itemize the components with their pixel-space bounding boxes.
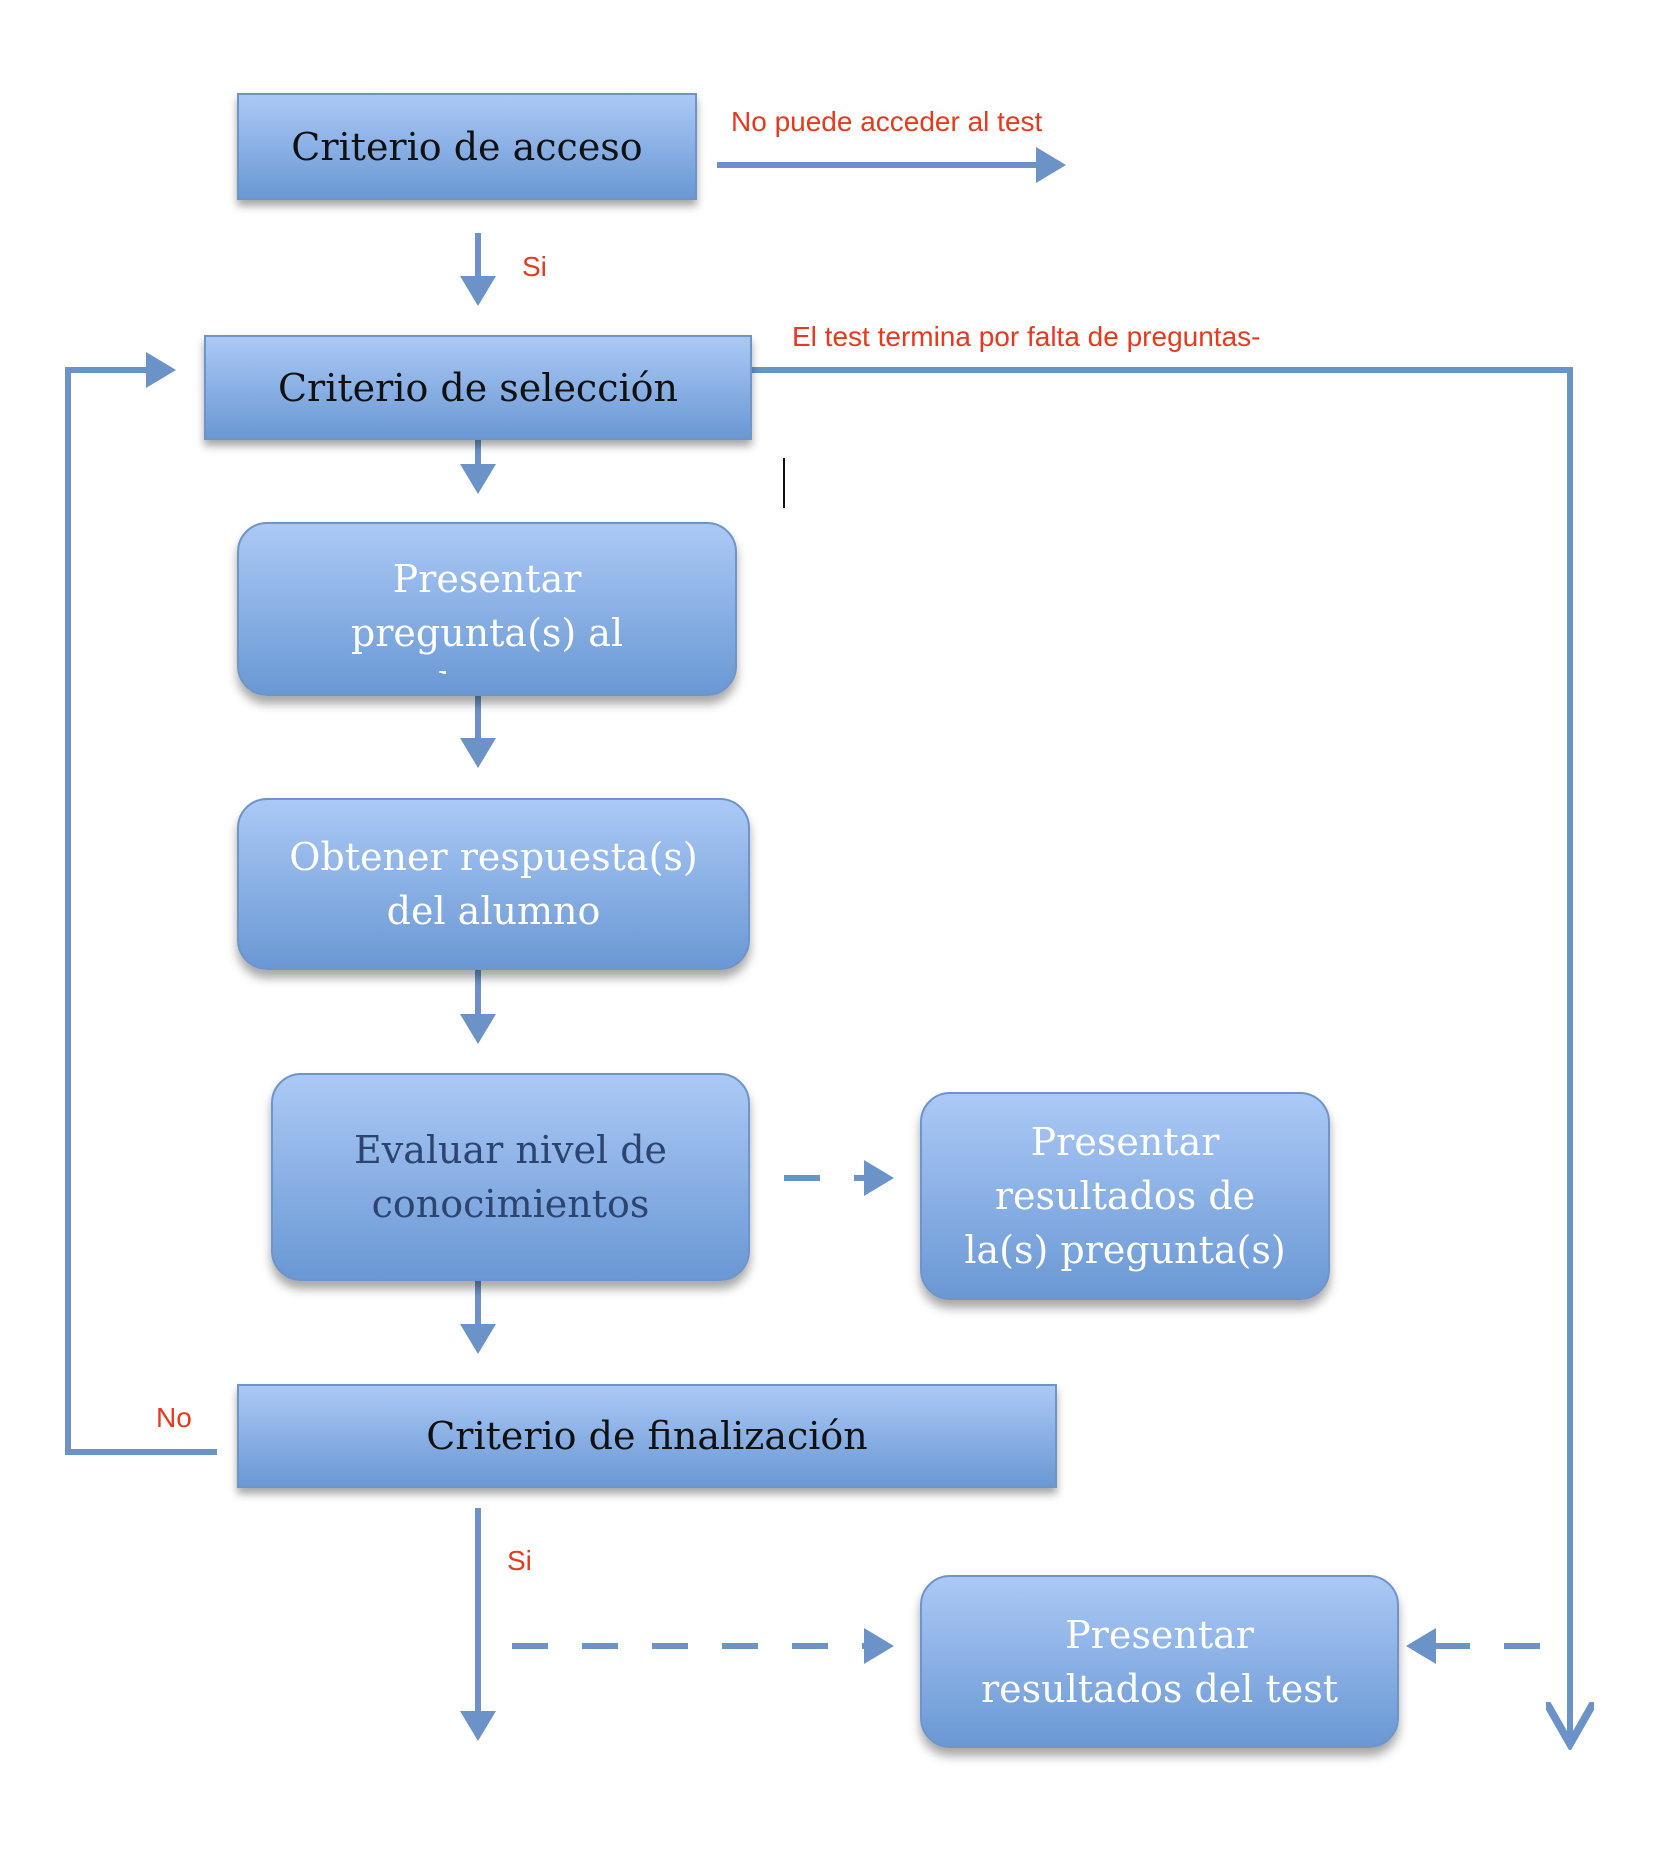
node-text: Presentar: [392, 557, 582, 601]
node-evaluar-nivel: Evaluar nivel de conocimientos: [271, 1073, 750, 1281]
line-falta-preguntas: [752, 367, 1570, 1738]
node-criterio-finalizacion: Criterio de finalización: [237, 1384, 1057, 1488]
node-text: la(s) pregunta(s): [964, 1228, 1286, 1272]
label-no-acceso: No puede acceder al test: [731, 106, 1043, 137]
node-text: Criterio de finalización: [426, 1414, 868, 1458]
node-obtener-respuesta: Obtener respuesta(s) del alumno: [237, 798, 750, 970]
node-criterio-acceso: Criterio de acceso: [237, 93, 697, 200]
node-text: Criterio de selección: [277, 365, 679, 410]
node-text: del alumno: [386, 889, 601, 933]
node-text: conocimientos: [371, 1182, 650, 1226]
node-text: Evaluar nivel de: [353, 1128, 668, 1172]
node-resultados-test: Presentar resultados del test: [920, 1575, 1399, 1748]
label-falta-preguntas: El test termina por falta de preguntas-: [792, 321, 1261, 352]
node-text: Presentar: [1065, 1612, 1254, 1657]
node-text: Obtener respuesta(s): [289, 835, 698, 879]
node-text: Presentar: [1030, 1120, 1220, 1164]
node-text: resultados del test: [980, 1666, 1339, 1711]
node-text: pregunta(s) al: [350, 611, 624, 655]
node-text: alumno: [416, 660, 559, 674]
node-text: Criterio de acceso: [291, 124, 643, 169]
loop-no: [65, 352, 217, 1455]
node-resultados-pregunta: Presentar resultados de la(s) pregunta(s…: [920, 1092, 1330, 1300]
label-si-acceso: Si: [522, 251, 547, 282]
text-cursor: [783, 458, 785, 508]
node-criterio-seleccion: Criterio de selección: [204, 335, 752, 440]
node-presentar-pregunta: Presentar pregunta(s) al alumno: [237, 522, 737, 696]
label-si-fin: Si: [507, 1545, 532, 1576]
node-text: resultados de: [994, 1174, 1256, 1218]
label-no-fin: No: [156, 1402, 192, 1433]
